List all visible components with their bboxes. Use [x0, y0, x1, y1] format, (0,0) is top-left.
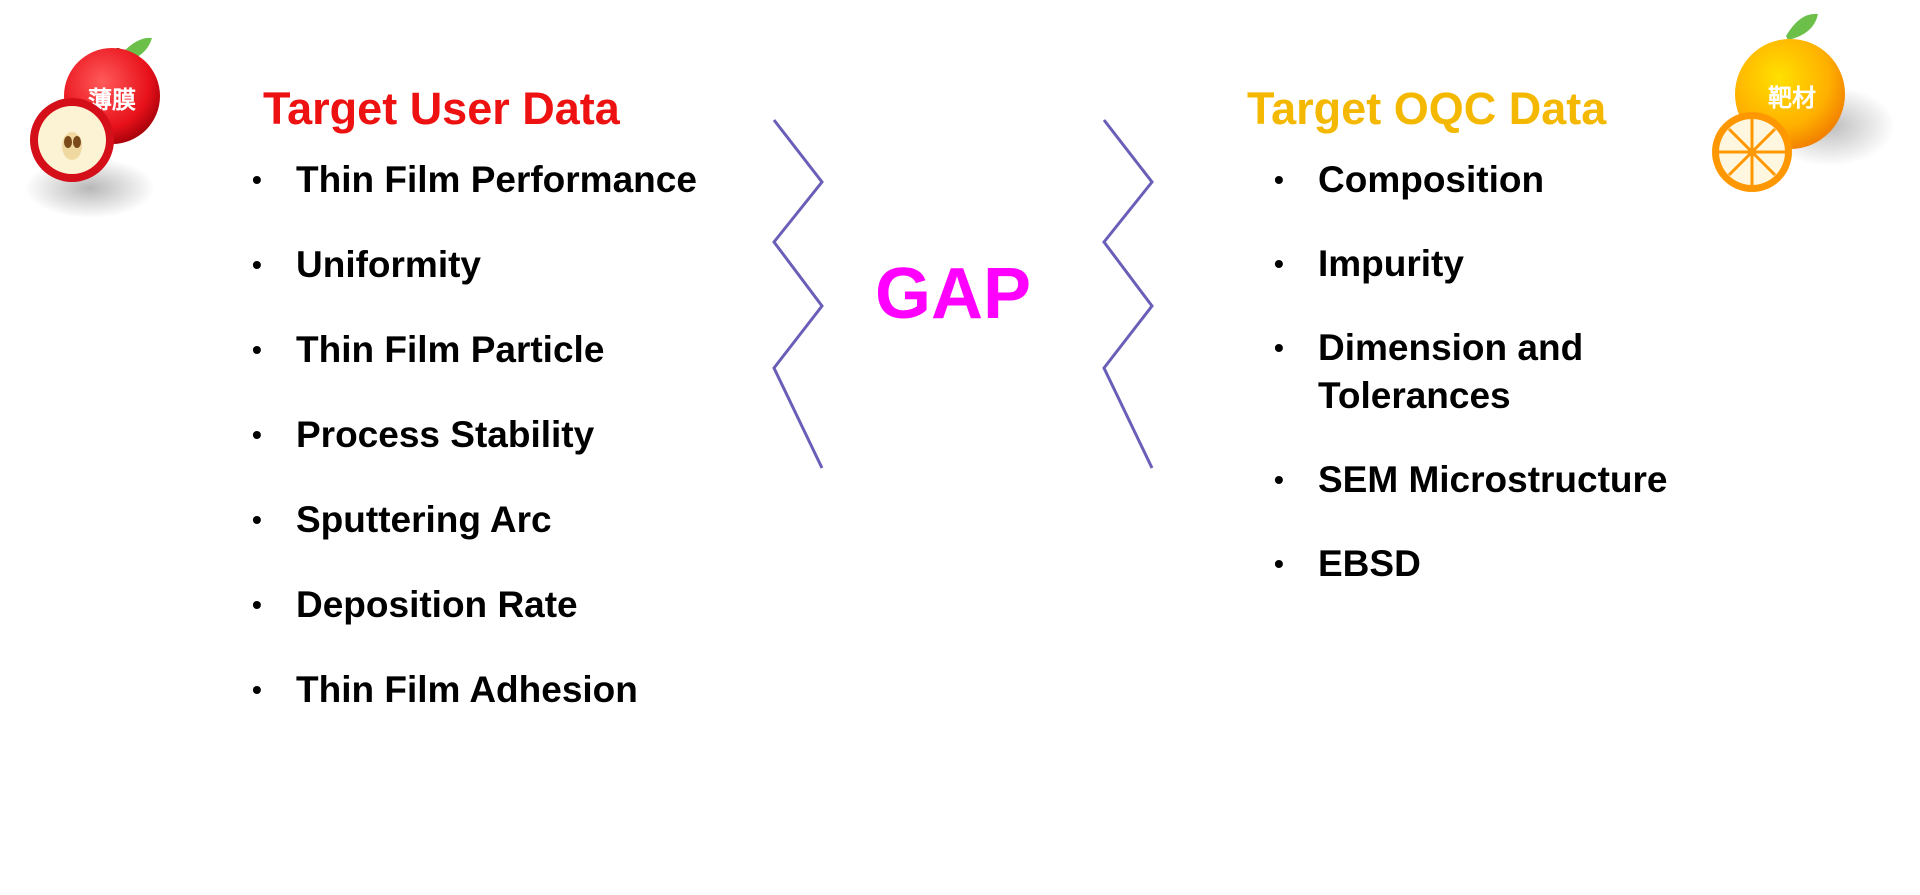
zigzag-line-icon: [772, 119, 824, 469]
apple-icon: 薄膜: [25, 37, 160, 218]
left-list-item: Thin Film Adhesion: [252, 666, 772, 714]
left-list-item: Thin Film Performance: [252, 156, 772, 204]
left-list-item: Thin Film Particle: [252, 326, 772, 374]
left-list-item: Deposition Rate: [252, 581, 772, 629]
orange-badge-text: 靶材: [1768, 84, 1816, 112]
left-list-item: Process Stability: [252, 411, 772, 459]
orange-icon: 靶材: [1712, 13, 1895, 192]
right-list-item: EBSD: [1274, 540, 1734, 588]
target-user-data-title: Target User Data: [263, 83, 620, 134]
target-oqc-data-list: CompositionImpurityDimension and Toleran…: [1274, 156, 1734, 624]
zigzag-line-icon: [1102, 119, 1154, 469]
right-list-item: Impurity: [1274, 240, 1734, 288]
left-list-item: Uniformity: [252, 241, 772, 289]
right-list-item: Dimension and Tolerances: [1274, 324, 1734, 420]
right-list-item: Composition: [1274, 156, 1734, 204]
gap-label: GAP: [875, 254, 1032, 334]
target-oqc-data-title: Target OQC Data: [1247, 83, 1607, 134]
leaf-icon: [1786, 13, 1818, 40]
target-user-data-list: Thin Film PerformanceUniformityThin Film…: [252, 156, 772, 751]
right-list-item: SEM Microstructure: [1274, 456, 1734, 504]
left-list-item: Sputtering Arc: [252, 496, 772, 544]
